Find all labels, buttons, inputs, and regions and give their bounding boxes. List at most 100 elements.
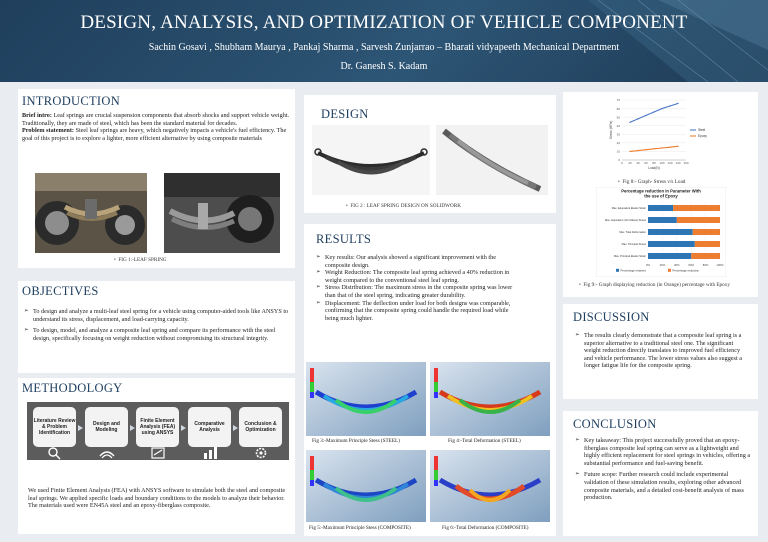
leaf-spring-photo-1 <box>35 173 147 253</box>
conclusion-item: Future scope: Further research could inc… <box>575 471 751 501</box>
conclusion-list: Key takeaway: This project successfully … <box>575 437 751 506</box>
results-list: Key results: Our analysis showed a signi… <box>316 254 514 322</box>
fea-composite-deformation <box>430 450 550 522</box>
poster-header: DESIGN, ANALYSIS, AND OPTIMIZATION OF VE… <box>0 0 768 82</box>
methodology-panel: METHODOLOGY Literature Review & Problem … <box>18 378 295 534</box>
results-heading: RESULTS <box>316 232 372 246</box>
data-point <box>661 147 663 149</box>
bar-retained <box>648 253 692 259</box>
y-tick-label: 50 <box>617 115 621 119</box>
legend-label: Epoxy <box>698 134 707 138</box>
bar-retained <box>648 241 695 247</box>
x-tick-label: 140 <box>675 161 680 165</box>
x-tick-label: 60% <box>688 263 694 267</box>
y-tick-label: 10 <box>617 150 621 154</box>
chart-title-line: Percentage reduction in Parameter With <box>621 189 701 194</box>
leaf-spring-photo-2 <box>164 173 280 253</box>
y-tick-label: 70 <box>617 98 621 102</box>
x-axis-label: Load(N) <box>648 166 660 170</box>
introduction-panel: INTRODUCTION Brief intro: Leaf springs a… <box>18 89 295 268</box>
legend-label: Steel <box>698 128 706 132</box>
methodology-text: We used Finite Element Analysis (FEA) wi… <box>28 487 286 510</box>
brief-text: Leaf springs are crucial suspension comp… <box>22 112 290 127</box>
bar-retained <box>648 205 674 211</box>
x-tick-label: 60 <box>644 161 648 165</box>
method-step-literature: Literature Review & Problem Identificati… <box>33 407 76 447</box>
data-point <box>677 145 679 147</box>
bar-chart-icon <box>204 447 217 459</box>
discussion-panel: DISCUSSION The results clearly demonstra… <box>563 304 758 399</box>
objectives-list: To design and analyze a multi-leaf steel… <box>24 308 290 346</box>
fig8-caption: • Fig 8:- Graph- Stress v/s Load <box>618 179 686 185</box>
category-label: Max. Principal Elastic Strain <box>614 254 647 258</box>
flow-arrow <box>78 425 83 431</box>
objective-item: To design, model, and analyze a composit… <box>24 327 290 342</box>
data-point <box>661 107 663 110</box>
magnifier-icon <box>48 447 61 460</box>
data-point <box>653 148 655 150</box>
y-tick-label: 30 <box>617 132 621 136</box>
bar-reduction <box>691 253 720 259</box>
x-tick-label: 100% <box>716 263 724 267</box>
objectives-panel: OBJECTIVES To design and analyze a multi… <box>18 281 295 373</box>
flow-arrow <box>233 425 238 431</box>
conclusion-heading: CONCLUSION <box>573 417 657 431</box>
y-tick-label: 40 <box>617 124 621 128</box>
fea-steel-stress <box>306 362 426 436</box>
category-label: Max. Principal Stress <box>622 242 647 246</box>
data-point <box>669 105 671 107</box>
discussion-heading: DISCUSSION <box>573 310 650 324</box>
discussion-item: The results clearly demonstrate that a c… <box>575 332 749 370</box>
category-label: Max. Equivalent Elastic Strain <box>612 206 647 210</box>
design-panel: DESIGN • FIG 2 : LEAF SPRING DESIGN ON S… <box>304 95 556 213</box>
data-point <box>637 149 639 152</box>
y-tick-label: 0 <box>618 158 620 162</box>
fig4-caption: Fig 4:-Total Deformation (STEEL) <box>448 438 521 444</box>
chart-title-line: the use of Epoxy <box>644 194 678 199</box>
data-point <box>629 121 631 123</box>
data-point <box>629 150 631 153</box>
data-point <box>677 102 679 105</box>
method-step-comparative: Comparative Analysis <box>188 407 231 447</box>
spring-model-icon <box>99 451 115 459</box>
data-point <box>669 146 671 148</box>
result-item: Stress Distribution: The maximum stress … <box>316 284 514 299</box>
fig6-caption: Fig 6:-Total Deformation (COMPOSITE) <box>442 525 529 531</box>
result-item: Displacement: The deflection under load … <box>316 300 514 323</box>
x-tick-label: 40 <box>636 161 640 165</box>
x-tick-label: 80 <box>652 161 656 165</box>
poster-title: DESIGN, ANALYSIS, AND OPTIMIZATION OF VE… <box>80 12 688 33</box>
data-point <box>637 118 639 120</box>
header-decoration <box>588 0 768 82</box>
author-list: Sachin Gosavi , Shubham Maurya , Pankaj … <box>148 42 620 53</box>
category-label: Max. Total Deformation <box>619 230 646 234</box>
data-point <box>645 114 647 117</box>
conclusion-panel: CONCLUSION Key takeaway: This project su… <box>563 411 758 536</box>
bar-reduction <box>692 229 720 235</box>
analysis-icon <box>151 447 165 459</box>
bar-reduction <box>694 241 720 247</box>
fig2-caption: • FIG 2 : LEAF SPRING DESIGN ON SOLIDWOR… <box>346 203 461 209</box>
objectives-heading: OBJECTIVES <box>22 284 99 298</box>
x-tick-label: 0% <box>646 263 651 267</box>
gear-icon <box>255 447 267 459</box>
x-tick-label: 40% <box>674 263 680 267</box>
reduction-percentage-chart: Percentage reduction in Parameter Withth… <box>596 187 726 277</box>
introduction-text: Brief intro: Leaf springs are crucial su… <box>22 112 290 142</box>
design-render-front <box>312 125 430 195</box>
x-tick-label: 100 <box>659 161 664 165</box>
legend-label: Percentage retained <box>621 269 647 273</box>
method-step-conclusion: Conclusion & Optimization <box>239 407 282 447</box>
discussion-list: The results clearly demonstrate that a c… <box>575 332 749 374</box>
flow-arrow <box>181 425 186 431</box>
fea-composite-stress <box>306 450 426 522</box>
data-point <box>645 149 647 151</box>
result-item: Key results: Our analysis showed a signi… <box>316 254 514 269</box>
problem-label: Problem statement: <box>22 127 74 135</box>
methodology-flowchart: Literature Review & Problem Identificati… <box>27 402 289 460</box>
method-step-fea: Finite Element Analysis (FEA) using ANSY… <box>136 407 179 447</box>
conclusion-item: Key takeaway: This project successfully … <box>575 437 751 467</box>
objective-item: To design and analyze a multi-leaf steel… <box>24 308 290 323</box>
